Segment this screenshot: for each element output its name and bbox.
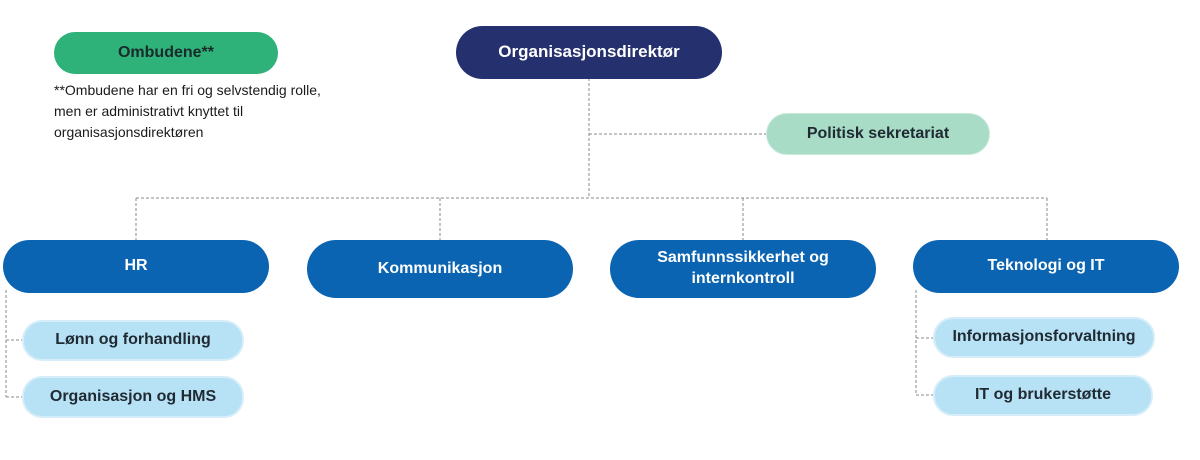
tech-box: Teknologi og IT [913,240,1179,293]
hr-box: HR [3,240,269,293]
ombudene-note: **Ombudene har en fri og selvstendig rol… [54,82,321,140]
it-support-label: IT og brukerstøtte [974,386,1111,404]
security-box: Samfunnssikkerhet og internkontroll [610,240,876,298]
payroll-box: Lønn og forhandling [22,320,244,361]
director-label: Organisasjonsdirektør [498,42,680,62]
political-secretariat-box: Politisk sekretariat [766,113,990,155]
security-label: Samfunnssikkerhet og internkontroll [657,249,829,287]
director-box: Organisasjonsdirektør [456,26,722,79]
organisation-box: Organisasjon og HMS [22,376,244,418]
ombudene-box: Ombudene** [54,32,278,74]
information-management-box: Informasjonsforvaltning [933,317,1155,358]
communication-label: Kommunikasjon [377,259,503,277]
ombudene-label: Ombudene** [117,43,214,61]
it-support-box: IT og brukerstøtte [933,375,1153,416]
hr-label: HR [124,257,148,275]
tech-label: Teknologi og IT [987,257,1105,275]
communication-box: Kommunikasjon [307,240,573,298]
organisation-label: Organisasjon og HMS [49,387,217,405]
payroll-label: Lønn og forhandling [55,331,211,349]
information-management-label: Informasjonsforvaltning [952,328,1136,346]
political-secretariat-label: Politisk sekretariat [806,124,950,142]
